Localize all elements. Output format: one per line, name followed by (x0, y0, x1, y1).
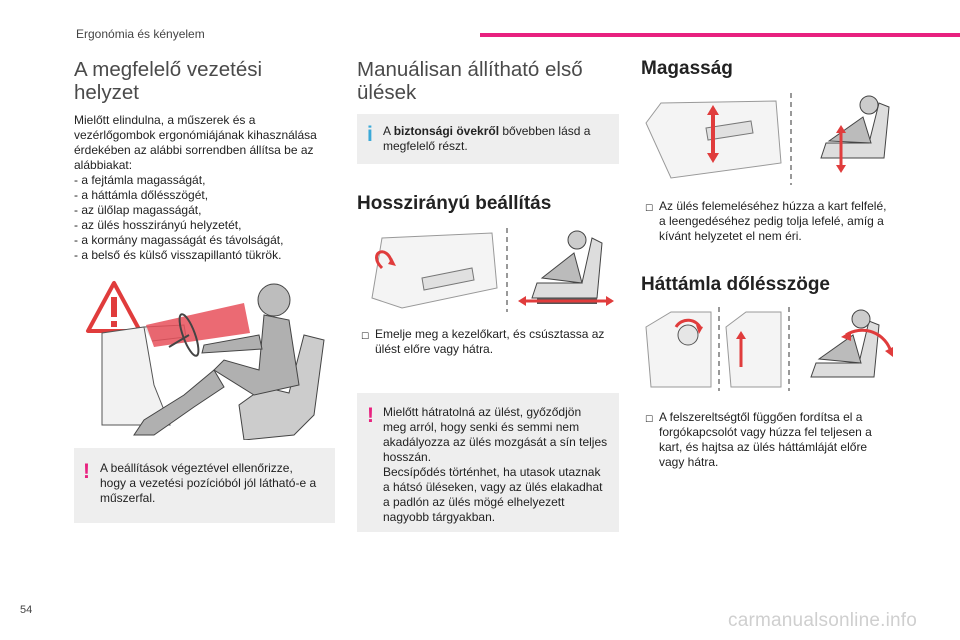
list-item: - a fejtámla magasságát, (74, 173, 206, 187)
height-title: Magasság (641, 58, 733, 79)
page-number: 54 (20, 604, 33, 616)
list-item: - az ülés hosszirányú helyzetét, (74, 218, 242, 232)
warning-text: A beállítások végeztével ellenőrizze, ho… (100, 461, 317, 505)
warning-text: Mielőtt hátratolná az ülést, győződjön m… (383, 405, 608, 524)
list-item: - a belső és külső visszapillantó tükrök… (74, 248, 282, 262)
info-icon: i (367, 123, 373, 146)
info-box: i A biztonsági övekről bővebben lásd a m… (357, 114, 619, 164)
backrest-angle-title: Háttámla dőlésszöge (641, 274, 830, 295)
height-adjustment-illustration (645, 93, 890, 185)
height-instruction: ☐ Az ülés felemeléséhez húzza a kart fel… (645, 199, 887, 243)
longitudinal-instruction: ☐ Emelje meg a kezelőkart, és csúsztassa… (361, 327, 605, 356)
driving-position-illustration (86, 281, 325, 440)
checkbox-arrow-icon: ☐ (645, 414, 654, 424)
list-item: - az ülőlap magasságát, (74, 203, 202, 217)
intro-text: Mielőtt elindulna, a műszerek és a vezér… (74, 113, 344, 263)
exclamation-icon: ! (83, 460, 90, 483)
list-item: - a kormány magasságát és távolságát, (74, 233, 284, 247)
warning-triangle-icon (86, 281, 142, 333)
longitudinal-adjustment-title: Hosszirányú beállítás (357, 193, 552, 214)
adjustment-list: - a fejtámla magasságát, - a háttámla dő… (74, 173, 344, 263)
manual-seats-title: Manuálisan állítható első ülések (357, 58, 583, 104)
longitudinal-adjustment-illustration (362, 228, 614, 312)
warning-box: ! Mielőtt hátratolná az ülést, győződjön… (357, 393, 619, 532)
header-accent-bar (480, 33, 960, 37)
watermark: carmanualsonline.info (728, 610, 918, 631)
exclamation-icon: ! (367, 404, 374, 427)
backrest-instruction: ☐ A felszereltségtől függően fordítsa el… (645, 410, 872, 469)
list-item: - a háttámla dőlésszögét, (74, 188, 209, 202)
page-title: A megfelelő vezetési helyzet (74, 58, 263, 104)
checkbox-arrow-icon: ☐ (361, 331, 370, 341)
backrest-adjustment-illustration (645, 307, 893, 391)
warning-box: ! A beállítások végeztével ellenőrizze, … (74, 448, 335, 523)
section-label: Ergonómia és kényelem (76, 27, 205, 41)
info-text: A biztonsági övekről bővebben lásd a meg… (383, 124, 591, 153)
checkbox-arrow-icon: ☐ (645, 203, 654, 213)
